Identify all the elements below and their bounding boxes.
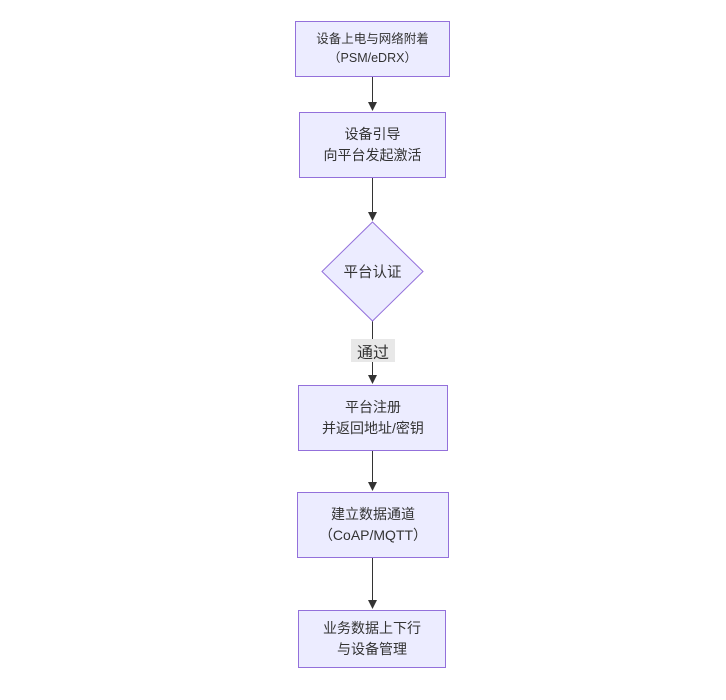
node-text-line: （CoAP/MQTT）	[318, 527, 428, 543]
node-text-line: 并返回地址/密钥	[322, 420, 424, 436]
arrowhead-icon	[368, 482, 377, 491]
flow-node-business-data: 业务数据上下行 与设备管理	[298, 610, 446, 668]
arrowhead-icon	[368, 600, 377, 609]
node-text-line: 建立数据通道	[331, 506, 415, 522]
edge-arrow-2	[368, 178, 377, 221]
decision-diamond-shape	[321, 221, 424, 322]
flow-node-register: 平台注册 并返回地址/密钥	[298, 385, 448, 451]
flow-node-bootstrap: 设备引导 向平台发起激活	[299, 112, 446, 178]
node-text-line: 业务数据上下行	[323, 620, 421, 636]
node-text-line: 与设备管理	[337, 641, 407, 657]
node-text-line: 平台认证	[343, 265, 402, 281]
node-text-line: （PSM/eDRX）	[328, 51, 417, 65]
flow-node-platform-auth: 平台认证	[322, 222, 423, 321]
edge-arrow-1	[368, 77, 377, 111]
arrowhead-icon	[368, 375, 377, 384]
edge-label-text: 通过	[356, 344, 389, 362]
flow-node-power-attach: 设备上电与网络附着 （PSM/eDRX）	[295, 21, 450, 77]
edge-arrow-4	[368, 451, 377, 491]
node-text-line: 向平台发起激活	[323, 147, 422, 163]
node-text-line: 设备引导	[344, 126, 401, 142]
edge-arrow-5	[368, 558, 377, 609]
flow-node-data-channel: 建立数据通道 （CoAP/MQTT）	[297, 492, 449, 558]
arrowhead-icon	[368, 102, 377, 111]
arrowhead-icon	[368, 212, 377, 221]
node-text-line: 设备上电与网络附着	[316, 31, 429, 46]
edge-label-pass: 通过	[351, 339, 395, 362]
node-text-line: 平台注册	[345, 399, 401, 415]
